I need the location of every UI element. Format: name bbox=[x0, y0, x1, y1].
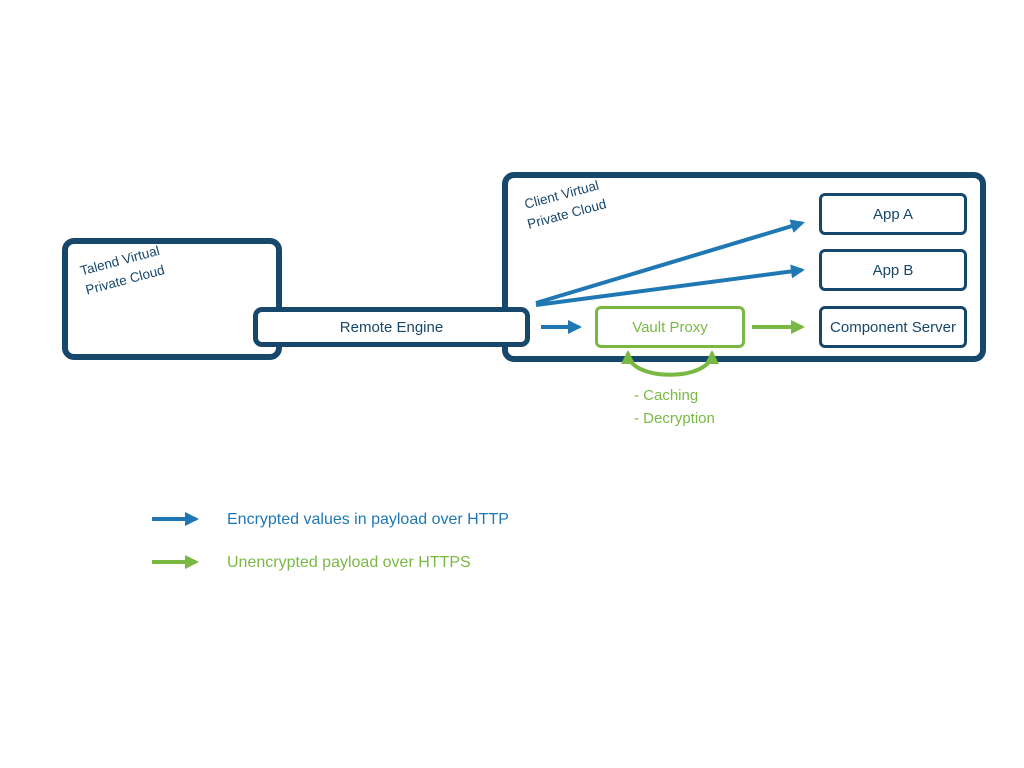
caching-annotation: - Caching bbox=[634, 387, 699, 404]
legend-https-label: Unencrypted payload over HTTPS bbox=[227, 554, 471, 571]
remote-engine-node: Remote Engine bbox=[253, 307, 530, 347]
vault-proxy-annotations: - Caching - Decryption bbox=[634, 385, 715, 430]
app-a-node: App A bbox=[819, 193, 967, 235]
vault-proxy-label: Vault Proxy bbox=[632, 318, 708, 336]
app-a-label: App A bbox=[872, 205, 914, 223]
decryption-annotation: - Decryption bbox=[634, 409, 715, 427]
talend-private-cloud-box bbox=[62, 238, 282, 360]
client-private-cloud-box bbox=[502, 172, 986, 362]
app-b-node: App B bbox=[819, 249, 967, 291]
remote-engine-label: Remote Engine bbox=[339, 318, 444, 336]
component-server-label: Component Server bbox=[830, 318, 956, 336]
vault-proxy-node: Vault Proxy bbox=[595, 306, 745, 348]
app-b-label: App B bbox=[872, 261, 914, 279]
legend-http-label: Encrypted values in payload over HTTP bbox=[227, 511, 509, 528]
component-server-node: Component Server bbox=[819, 306, 967, 348]
